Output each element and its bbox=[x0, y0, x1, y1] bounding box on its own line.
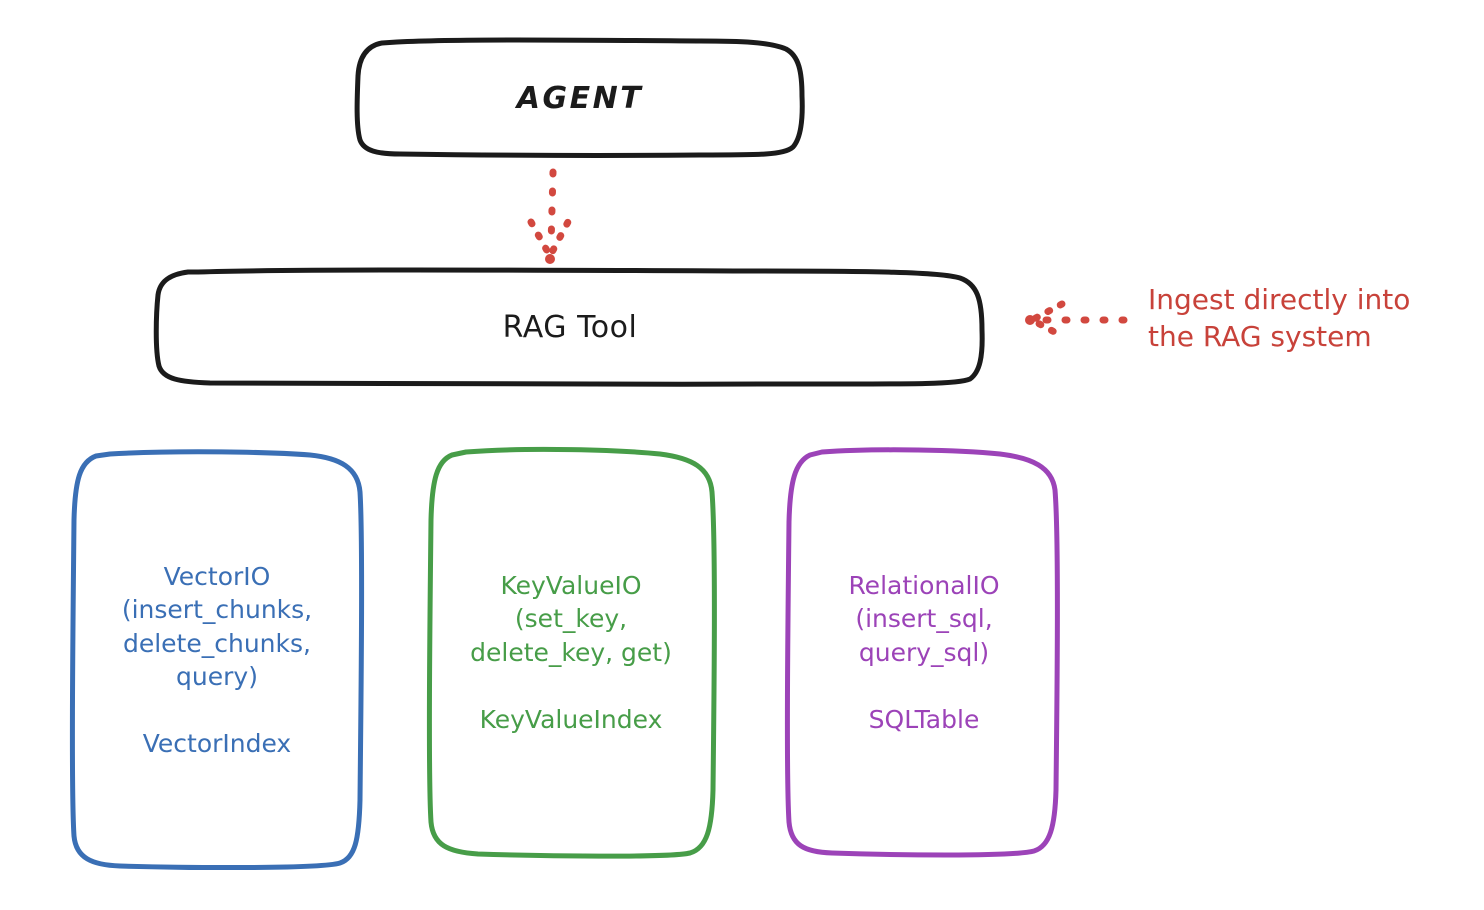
ingest-annotation-arrow bbox=[1025, 300, 1128, 340]
agent-to-rag-tool-arrow bbox=[527, 168, 573, 264]
key-value-io-node-shape[interactable] bbox=[426, 446, 717, 859]
rag-tool-node-shape[interactable] bbox=[153, 267, 985, 387]
rag-tool-node-label: RAG Tool bbox=[502, 309, 638, 345]
relational-io-node-shape[interactable] bbox=[784, 447, 1060, 858]
agent-node-shape[interactable] bbox=[354, 37, 805, 158]
vector-io-node-shape[interactable] bbox=[69, 449, 365, 871]
ingest-annotation-label: Ingest directly into the RAG system bbox=[1148, 283, 1411, 353]
vector-io-node-label: VectorIO (insert_chunks, delete_chunks, … bbox=[121, 561, 313, 759]
agent-node-label: AGENT bbox=[516, 80, 644, 116]
key-value-io-node-label: KeyValueIO (set_key, delete_key, get) Ke… bbox=[470, 570, 672, 734]
relational-io-node-label: RelationalIO (insert_sql, query_sql) SQL… bbox=[848, 570, 1000, 734]
